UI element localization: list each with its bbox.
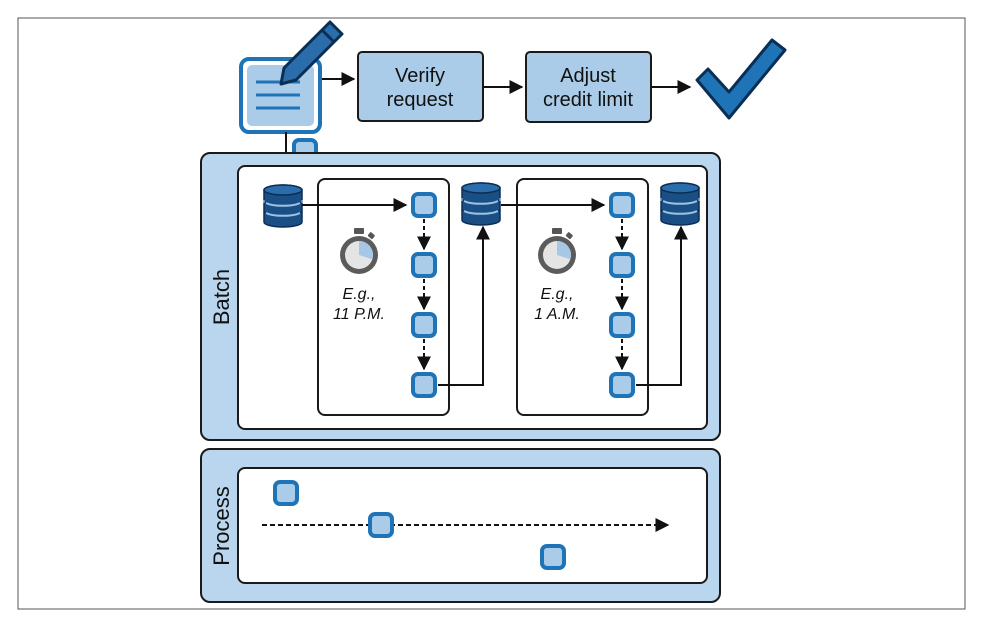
job-2-task-1	[609, 192, 635, 218]
process-task-2	[368, 512, 394, 538]
arrow-job-1-to-db	[438, 225, 490, 386]
verify-label-line1: Verify	[395, 65, 445, 87]
database-icon	[660, 182, 700, 226]
job-2-task-3	[609, 312, 635, 338]
arrow-job-2-to-db	[636, 225, 688, 386]
job-2-note-line2: 1 A.M.	[534, 306, 580, 323]
database-icon	[461, 182, 501, 226]
process-task-1	[273, 480, 299, 506]
database-icon	[263, 184, 303, 228]
verify-request-step: Verify request	[357, 51, 484, 122]
batch-lane-label: Batch	[209, 269, 234, 325]
job-1-note-line1: E.g.,	[343, 286, 376, 303]
job-1-task-1	[411, 192, 437, 218]
checkmark-icon	[695, 38, 787, 120]
adjust-label-line2: credit limit	[543, 89, 633, 111]
adjust-label-line1: Adjust	[560, 65, 616, 87]
job-1-task-4	[411, 372, 437, 398]
process-task-3	[540, 544, 566, 570]
job-2-task-4	[609, 372, 635, 398]
process-lane-label: Process	[209, 486, 234, 565]
job-2-task-2	[609, 252, 635, 278]
pencil-icon	[279, 20, 344, 86]
job-2-note-line1: E.g.,	[541, 286, 574, 303]
verify-label-line2: request	[387, 89, 454, 111]
job-1-task-2	[411, 252, 437, 278]
job-1-task-3	[411, 312, 437, 338]
job-1-note-line2: 11 P.M.	[333, 306, 385, 323]
adjust-credit-limit-step: Adjust credit limit	[525, 51, 652, 123]
